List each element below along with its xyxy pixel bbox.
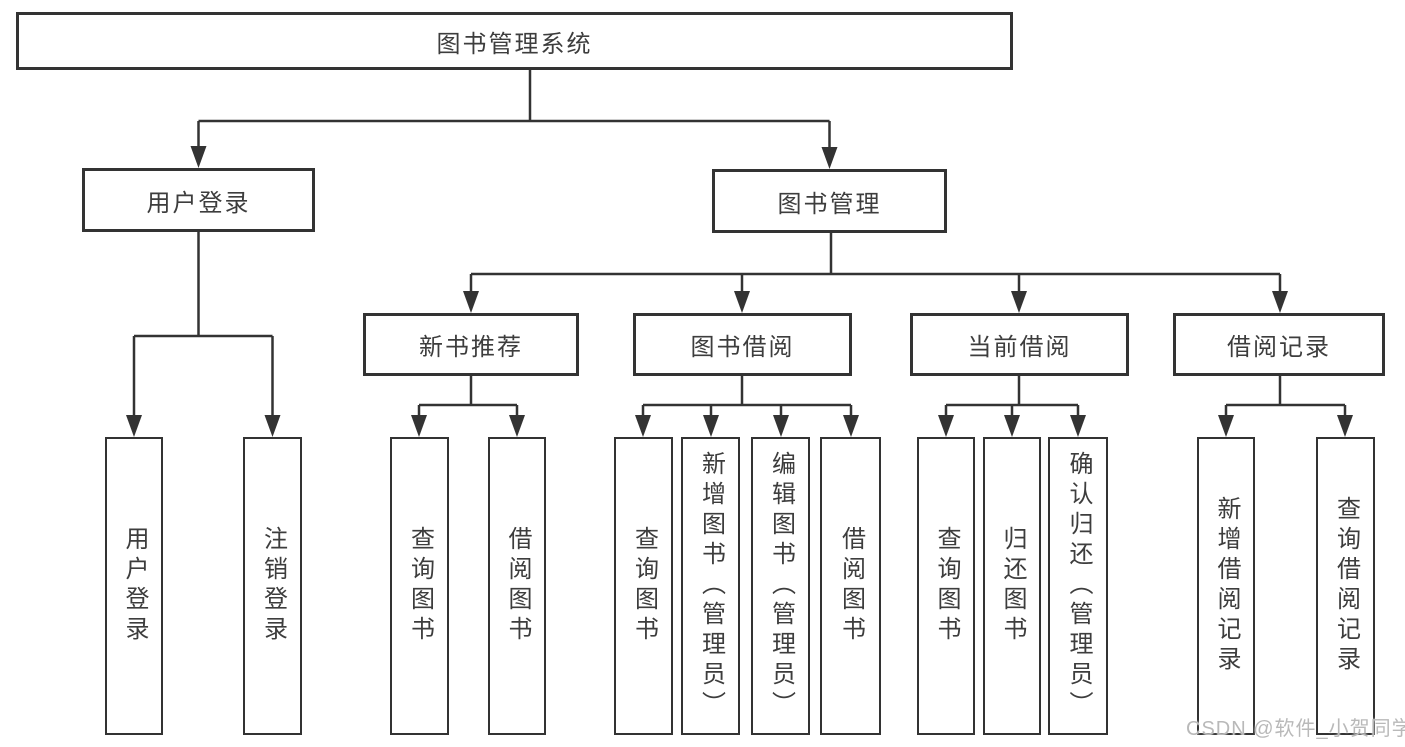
arrowheads xyxy=(126,146,1353,437)
leaf-logout: 注销登录 xyxy=(243,437,302,735)
leaf-add-books-admin: 新增图书（管理员） xyxy=(681,437,740,735)
connector-root-branch xyxy=(197,70,831,149)
connector-records-branch xyxy=(1224,376,1347,417)
arrow-down-icon xyxy=(1272,291,1288,313)
leaf-add-borrow-record: 新增借阅记录 xyxy=(1197,437,1255,735)
arrow-down-icon xyxy=(843,415,859,437)
leaf-label: 查询图书 xyxy=(630,526,658,646)
node-label: 新书推荐 xyxy=(419,334,523,361)
leaf-confirm-return-admin: 确认归还（管理员） xyxy=(1048,437,1108,735)
leaf-label: 新增借阅记录 xyxy=(1213,496,1240,676)
arrow-down-icon xyxy=(1070,415,1086,437)
arrow-down-icon xyxy=(264,415,281,437)
leaf-label: 归还图书 xyxy=(999,526,1026,646)
arrow-down-icon xyxy=(1011,291,1027,313)
arrow-down-icon xyxy=(703,415,719,437)
connector-book-mgmt-branch xyxy=(469,233,1282,293)
arrow-down-icon xyxy=(1337,415,1353,437)
leaf-label: 编辑图书（管理员） xyxy=(767,451,795,721)
node-label: 图书管理 xyxy=(777,190,882,218)
leaf-label: 确认归还（管理员） xyxy=(1065,451,1092,721)
leaf-borrow-books-1: 借阅图书 xyxy=(488,437,546,735)
leaf-query-books-3: 查询图书 xyxy=(917,437,975,735)
arrow-down-icon xyxy=(190,146,207,168)
node-borrow-records: 借阅记录 xyxy=(1173,313,1385,376)
leaf-edit-books-admin: 编辑图书（管理员） xyxy=(751,437,810,735)
leaf-borrow-books-2: 借阅图书 xyxy=(820,437,881,735)
leaf-label: 注销登录 xyxy=(259,526,287,646)
arrow-down-icon xyxy=(821,147,838,169)
arrow-down-icon xyxy=(734,291,750,313)
arrow-down-icon xyxy=(463,291,479,313)
leaf-return-books: 归还图书 xyxy=(983,437,1041,735)
leaf-label: 借阅图书 xyxy=(504,526,531,646)
node-label: 当前借阅 xyxy=(967,334,1072,361)
leaf-label: 查询图书 xyxy=(933,526,960,646)
arrow-down-icon xyxy=(1004,415,1020,437)
node-label: 用户登录 xyxy=(146,189,251,217)
node-new-book-recommend: 新书推荐 xyxy=(363,313,579,376)
node-current-borrow: 当前借阅 xyxy=(910,313,1129,376)
arrow-down-icon xyxy=(773,415,789,437)
leaf-query-books-1: 查询图书 xyxy=(390,437,449,735)
leaf-query-borrow-record: 查询借阅记录 xyxy=(1316,437,1375,735)
leaf-label: 查询图书 xyxy=(406,526,434,646)
leaf-label: 用户登录 xyxy=(121,526,148,646)
leaf-label: 借阅图书 xyxy=(837,526,865,646)
node-label: 借阅记录 xyxy=(1227,334,1331,361)
node-book-borrow: 图书借阅 xyxy=(633,313,852,376)
node-user-login: 用户登录 xyxy=(82,168,315,232)
arrow-down-icon xyxy=(509,415,525,437)
node-root-library-system: 图书管理系统 xyxy=(16,12,1013,70)
connector-new-books-branch xyxy=(417,376,519,417)
connector-current-branch xyxy=(944,376,1080,417)
csdn-watermark: CSDN @软件_小贺同学 xyxy=(1186,718,1405,740)
arrow-down-icon xyxy=(1218,415,1234,437)
leaf-label: 新增图书（管理员） xyxy=(697,451,725,721)
node-book-management: 图书管理 xyxy=(712,169,947,233)
connector-borrow-branch xyxy=(641,376,853,417)
arrow-down-icon xyxy=(938,415,954,437)
node-label: 图书管理系统 xyxy=(436,30,593,58)
node-label: 图书借阅 xyxy=(690,334,795,361)
arrow-down-icon xyxy=(126,415,142,437)
leaf-user-login: 用户登录 xyxy=(105,437,163,735)
leaf-query-books-2: 查询图书 xyxy=(614,437,673,735)
leaf-label: 查询借阅记录 xyxy=(1332,496,1360,676)
arrow-down-icon xyxy=(635,415,651,437)
connector-user-login-branch xyxy=(132,232,274,417)
arrow-down-icon xyxy=(411,415,427,437)
